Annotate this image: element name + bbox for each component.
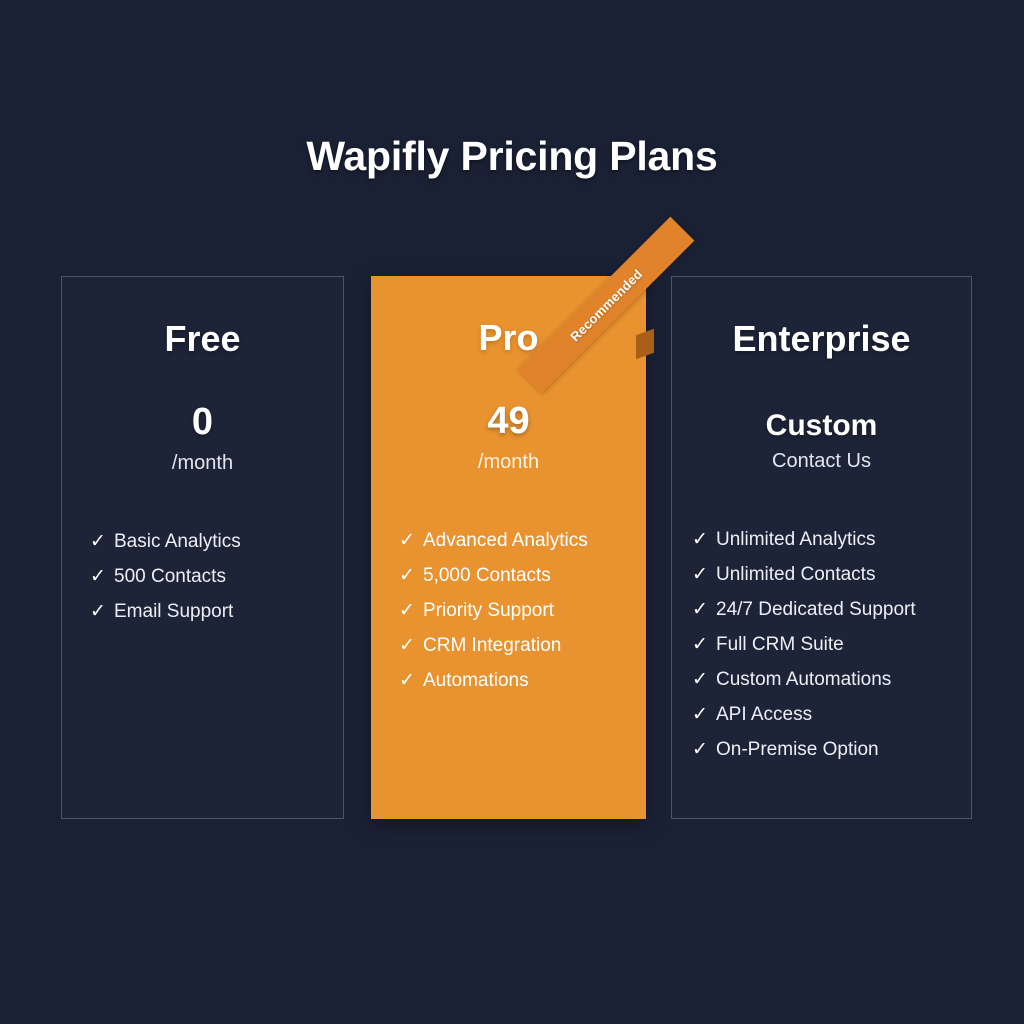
pricing-card-pro[interactable]: Recommended Pro 49 /month ✓ Advanced Ana… <box>371 216 695 819</box>
check-icon: ✓ <box>692 634 708 656</box>
feature-label: Unlimited Contacts <box>716 564 876 586</box>
check-icon: ✓ <box>90 530 106 552</box>
check-icon: ✓ <box>399 634 415 656</box>
feature-label: 500 Contacts <box>114 565 226 587</box>
check-icon: ✓ <box>692 599 708 621</box>
feature-label: Unlimited Analytics <box>716 529 876 551</box>
page-title: Wapifly Pricing Plans <box>306 133 718 179</box>
list-item: ✓ Full CRM Suite <box>692 635 971 654</box>
plan-period: /month <box>477 450 540 473</box>
plan-period: /month <box>171 451 234 474</box>
list-item: ✓ 5,000 Contacts <box>399 566 646 585</box>
pricing-card-enterprise[interactable]: Enterprise Custom Contact Us ✓ Unlimited… <box>671 276 972 819</box>
list-item: ✓ Basic Analytics <box>90 532 343 551</box>
check-icon: ✓ <box>399 669 415 691</box>
list-item: ✓ 500 Contacts <box>90 567 343 586</box>
check-icon: ✓ <box>692 564 708 586</box>
check-icon: ✓ <box>90 565 106 587</box>
feature-label: Automations <box>423 669 529 691</box>
feature-label: 24/7 Dedicated Support <box>716 599 916 621</box>
list-item: ✓ Priority Support <box>399 601 646 620</box>
list-item: ✓ On-Premise Option <box>692 740 971 759</box>
list-item: ✓ Unlimited Analytics <box>692 530 971 549</box>
list-item: ✓ 24/7 Dedicated Support <box>692 600 971 619</box>
feature-label: Priority Support <box>423 599 554 621</box>
feature-label: Custom Automations <box>716 669 892 691</box>
feature-label: Basic Analytics <box>114 530 241 552</box>
list-item: ✓ Unlimited Contacts <box>692 565 971 584</box>
feature-label: Email Support <box>114 600 234 622</box>
list-item: ✓ Custom Automations <box>692 670 971 689</box>
list-item: ✓ CRM Integration <box>399 636 646 655</box>
plan-price: Custom <box>765 408 878 442</box>
check-icon: ✓ <box>692 739 708 761</box>
feature-list: ✓ Unlimited Analytics ✓ Unlimited Contac… <box>672 530 971 759</box>
list-item: ✓ API Access <box>692 705 971 724</box>
feature-label: API Access <box>716 704 813 726</box>
check-icon: ✓ <box>90 600 106 622</box>
list-item: ✓ Automations <box>399 671 646 690</box>
list-item: ✓ Advanced Analytics <box>399 531 646 550</box>
check-icon: ✓ <box>692 704 708 726</box>
ribbon-band: Recommended <box>517 216 695 394</box>
feature-label: CRM Integration <box>423 634 562 656</box>
pricing-cards-container: Free 0 /month ✓ Basic Analytics ✓ 500 Co… <box>61 216 972 819</box>
plan-price: 49 <box>487 399 530 442</box>
feature-label: Full CRM Suite <box>716 634 844 656</box>
plan-name: Enterprise <box>732 318 911 359</box>
feature-label: Advanced Analytics <box>423 529 588 551</box>
feature-label: 5,000 Contacts <box>423 564 551 586</box>
check-icon: ✓ <box>399 529 415 551</box>
plan-period: Contact Us <box>772 450 871 473</box>
check-icon: ✓ <box>692 529 708 551</box>
feature-label: On-Premise Option <box>716 739 879 761</box>
feature-list: ✓ Basic Analytics ✓ 500 Contacts ✓ Email… <box>62 532 343 621</box>
pricing-card-free[interactable]: Free 0 /month ✓ Basic Analytics ✓ 500 Co… <box>61 276 344 819</box>
check-icon: ✓ <box>399 564 415 586</box>
plan-name: Pro <box>478 317 539 358</box>
list-item: ✓ Email Support <box>90 602 343 621</box>
plan-price: 0 <box>191 400 214 443</box>
check-icon: ✓ <box>399 599 415 621</box>
feature-list: ✓ Advanced Analytics ✓ 5,000 Contacts ✓ … <box>371 531 646 690</box>
check-icon: ✓ <box>692 669 708 691</box>
plan-name: Free <box>164 318 241 359</box>
